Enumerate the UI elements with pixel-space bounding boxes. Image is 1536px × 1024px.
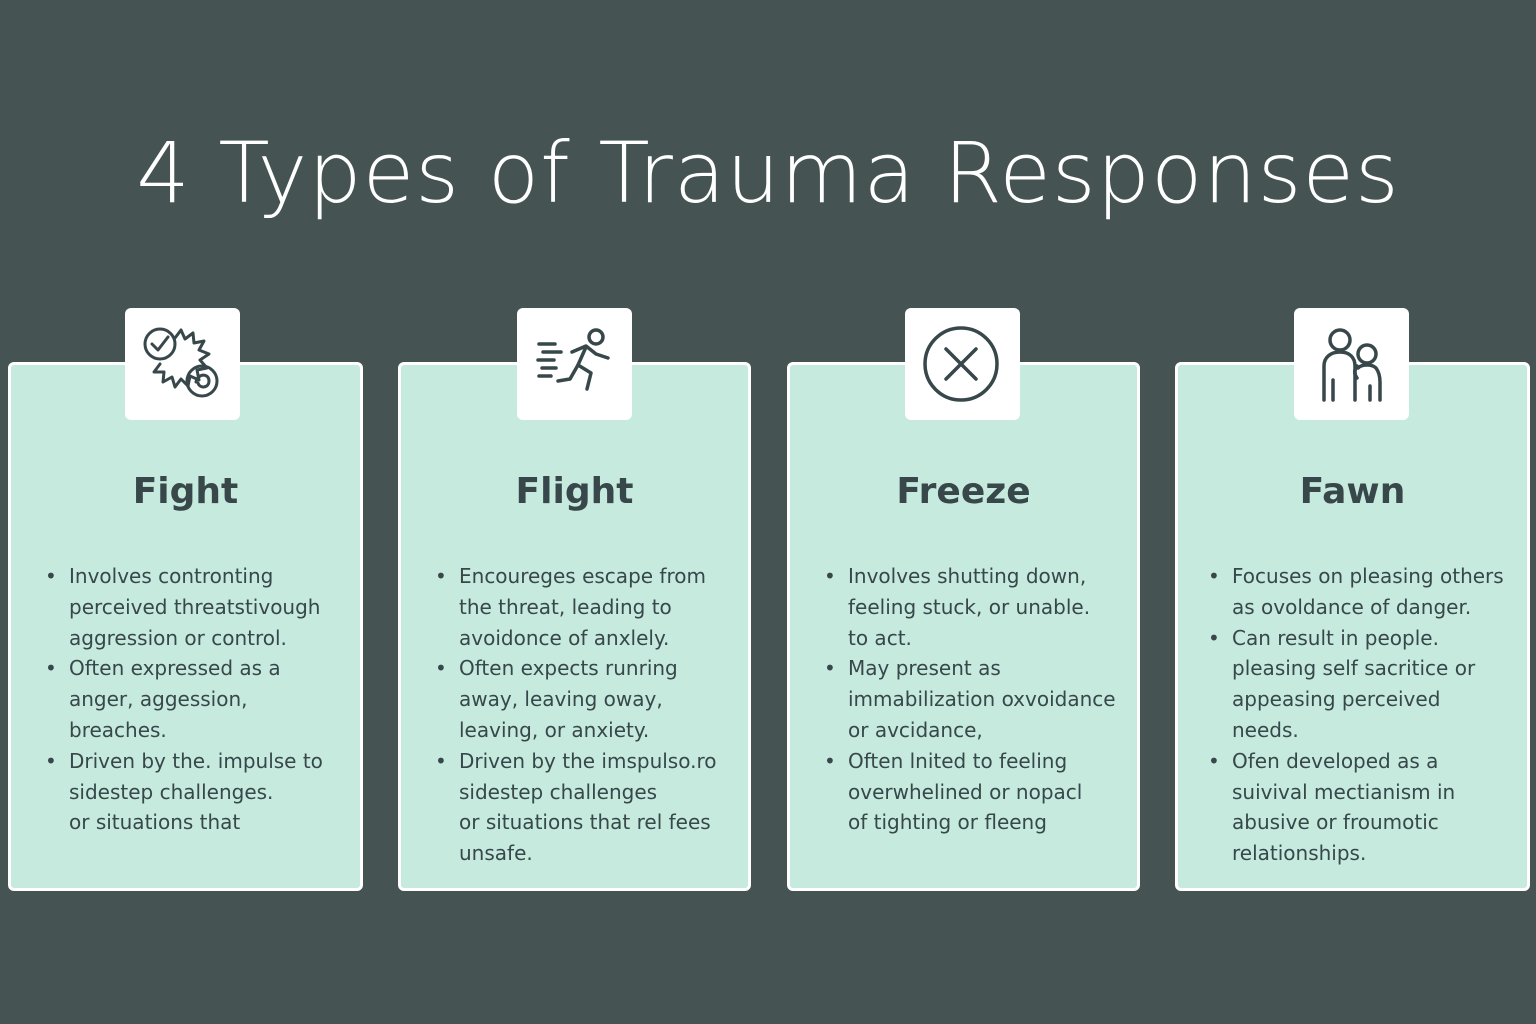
card-fawn: Fawn Focuses on pleasing others as ovold…: [1175, 362, 1530, 891]
flight-icon-box: [517, 308, 632, 420]
bullet-item: Involves contronting perceived threatsti…: [45, 561, 354, 653]
card-title: Flight: [515, 471, 634, 512]
bullet-item: Often expects runring away, leaving oway…: [435, 653, 742, 745]
card-flight: Flight Encoureges escape from the threat…: [398, 362, 751, 891]
bullet-item: Encoureges escape from the threat, leadi…: [435, 561, 742, 653]
people-icon: [1322, 328, 1382, 402]
bullet-item: May present as immabilization oxvoidance…: [824, 653, 1131, 745]
circle-x-icon: [923, 326, 999, 402]
freeze-icon-box: [905, 308, 1020, 420]
fight-icon: [143, 327, 219, 398]
card-fight: Fight Involves contronting perceived thr…: [8, 362, 363, 891]
bullet-list: Encoureges escape from the threat, leadi…: [435, 561, 742, 869]
bullet-item: Involves shutting down, feeling stuck, o…: [824, 561, 1131, 653]
card-title: Fight: [132, 471, 239, 512]
bullet-item: Driven by the imspulso.ro sidestep chall…: [435, 746, 742, 869]
bullet-list: Focuses on pleasing others as ovoldance …: [1208, 561, 1521, 869]
running-person-icon: [536, 328, 610, 391]
page-title: 4 Types of Trauma Responses: [136, 124, 1400, 222]
bullet-item: Often lnited to feeling overwhelined or …: [824, 746, 1131, 838]
card-title: Fawn: [1299, 471, 1406, 512]
fawn-icon-box: [1294, 308, 1409, 420]
bullet-item: Ofen developed as a suivival mectianism …: [1208, 746, 1521, 869]
bullet-item: Driven by the. impulse to sidestep chall…: [45, 746, 354, 838]
bullet-item: Often expressed as a anger, aggession, b…: [45, 653, 354, 745]
bullet-item: Focuses on pleasing others as ovoldance …: [1208, 561, 1521, 623]
card-title: Freeze: [896, 471, 1031, 512]
bullet-item: Can result in people. pleasing self sacr…: [1208, 623, 1521, 746]
bullet-list: Involves contronting perceived threatsti…: [45, 561, 354, 838]
bullet-list: Involves shutting down, feeling stuck, o…: [824, 561, 1131, 838]
fight-icon-box: [125, 308, 240, 420]
card-freeze: Freeze Involves shutting down, feeling s…: [787, 362, 1140, 891]
